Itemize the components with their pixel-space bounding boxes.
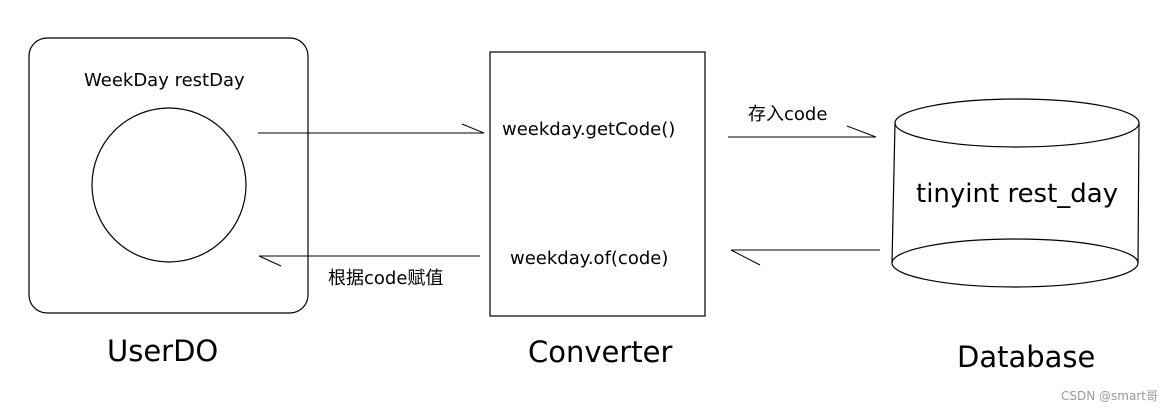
database-column-label: tinyint rest_day xyxy=(916,179,1119,209)
cylinder-top xyxy=(894,98,1140,148)
arrow-userdo-to-converter xyxy=(258,123,485,134)
arrow-converter-to-database xyxy=(728,125,877,138)
flow-label-store: 存入code xyxy=(748,104,828,125)
converter-method-getcode: weekday.getCode() xyxy=(502,119,676,140)
watermark: CSDN @smart哥 xyxy=(1061,389,1158,403)
userdo-title: UserDO xyxy=(107,334,219,368)
converter-title: Converter xyxy=(528,335,673,369)
database-title: Database xyxy=(957,340,1096,374)
converter-box xyxy=(489,51,706,317)
cylinder-right-wall xyxy=(1137,122,1140,264)
database-cylinder xyxy=(891,98,1140,288)
userdo-box xyxy=(28,37,309,314)
userdo-field-label: WeekDay restDay xyxy=(84,70,245,91)
arrow-database-to-converter xyxy=(730,249,880,266)
cylinder-bottom xyxy=(891,238,1139,288)
arrow-converter-to-userdo xyxy=(258,255,480,267)
cylinder-left-wall xyxy=(891,122,896,264)
flow-label-assign: 根据code赋值 xyxy=(328,268,444,289)
converter-method-of: weekday.of(code) xyxy=(510,248,669,269)
userdo-circle xyxy=(91,107,247,263)
